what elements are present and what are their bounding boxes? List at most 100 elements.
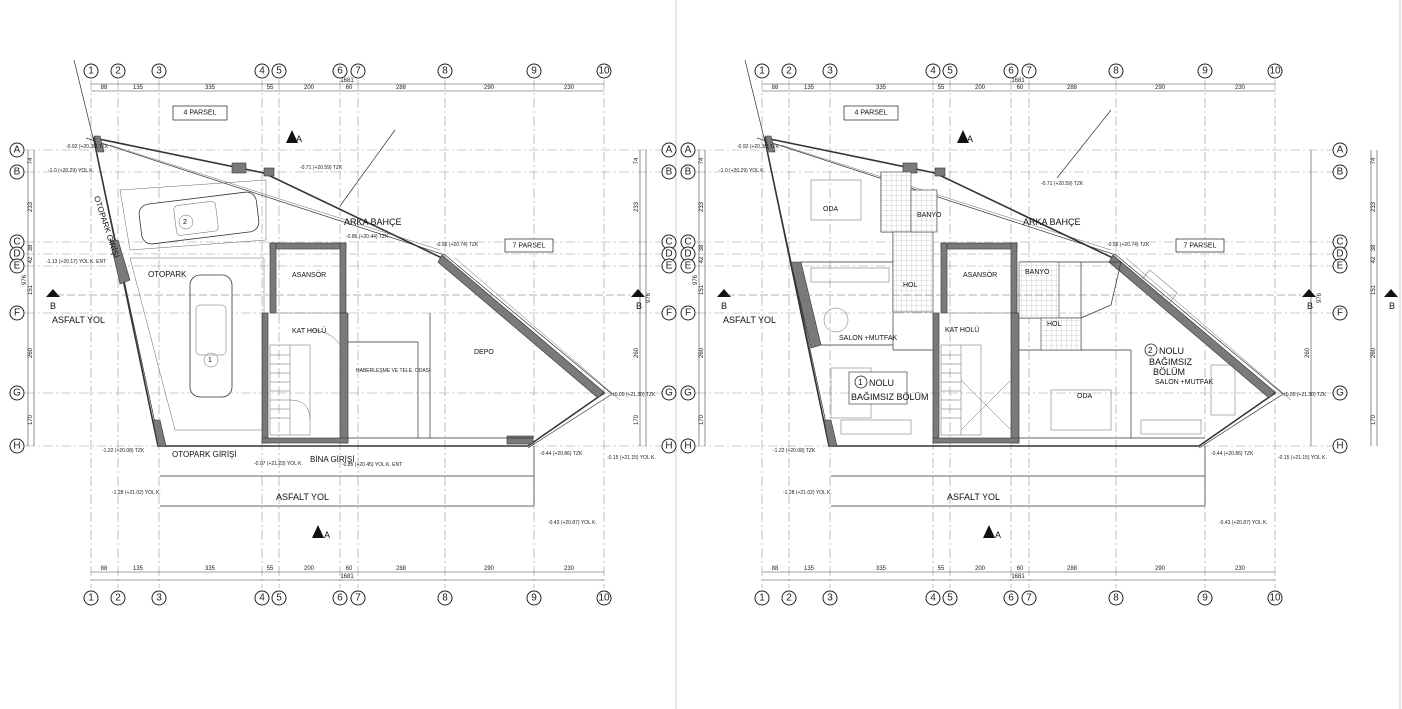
svg-text:E: E [666, 261, 673, 272]
svg-text:7 PARSEL: 7 PARSEL [1184, 243, 1217, 250]
svg-text:290: 290 [1155, 85, 1166, 91]
svg-text:-0.15 (+21.15) YOL K.: -0.15 (+21.15) YOL K. [607, 455, 656, 461]
elevator-label-r: ASANSÖR [963, 271, 997, 279]
svg-text:1681: 1681 [340, 574, 354, 580]
svg-text:G: G [13, 388, 21, 399]
section-mark-b-right: B [631, 289, 645, 311]
svg-text:F: F [685, 308, 691, 319]
svg-text:5: 5 [276, 66, 282, 77]
section-mark-b-left-r: B [717, 289, 1301, 311]
svg-text:-1.0 (+20.29) YOL K.: -1.0 (+20.29) YOL K. [719, 168, 765, 174]
svg-text:-0.71 (+20.59) TZK: -0.71 (+20.59) TZK [1041, 181, 1084, 187]
room-right-label: ODA [1077, 393, 1093, 400]
svg-text:B: B [50, 301, 56, 311]
top-dimension-chain: 88 135 335 55 200 60 288 290 230 1681 [91, 78, 604, 92]
svg-text:8: 8 [1113, 66, 1119, 77]
svg-text:260: 260 [1305, 347, 1311, 358]
svg-text:D: D [13, 249, 20, 260]
svg-text:1: 1 [858, 378, 863, 387]
svg-text:9: 9 [1202, 593, 1208, 604]
svg-text:H: H [665, 441, 672, 452]
row-bubbles-left: A B C D E F G H [9, 142, 25, 454]
svg-text:233: 233 [28, 201, 34, 212]
bath-right-label: BANYO [1025, 269, 1050, 276]
svg-text:9: 9 [531, 66, 537, 77]
hall-right-label: HOL [1047, 321, 1062, 328]
svg-text:10: 10 [598, 593, 610, 604]
svg-text:230: 230 [564, 85, 575, 91]
parcel-boundary [73, 59, 621, 449]
svg-text:9: 9 [531, 593, 537, 604]
svg-text:A: A [967, 134, 973, 144]
bath-left-label: BANYO [917, 212, 942, 219]
svg-text:38: 38 [699, 244, 705, 251]
svg-text:6: 6 [1008, 593, 1014, 604]
svg-text:2: 2 [115, 593, 121, 604]
svg-text:151: 151 [1371, 284, 1377, 295]
svg-text:42: 42 [699, 256, 705, 263]
svg-text:C: C [1336, 237, 1343, 248]
svg-text:1681: 1681 [340, 78, 354, 84]
svg-text:B: B [721, 301, 727, 311]
svg-text:3: 3 [827, 593, 833, 604]
svg-text:A: A [296, 134, 302, 144]
svg-text:42: 42 [28, 256, 34, 263]
svg-text:7: 7 [355, 66, 361, 77]
svg-text:976: 976 [22, 274, 28, 285]
svg-text:230: 230 [1235, 85, 1246, 91]
parcel-label-top: 4 PARSEL [172, 105, 228, 121]
building-walls [93, 135, 606, 447]
svg-text:1: 1 [88, 593, 94, 604]
svg-text:C: C [684, 237, 691, 248]
svg-text:-1.22 (+20.08) TZK: -1.22 (+20.08) TZK [102, 448, 145, 454]
section-mark-a-bottom-r: A [983, 525, 1001, 540]
svg-text:233: 233 [1371, 201, 1377, 212]
svg-text:1: 1 [759, 593, 765, 604]
level-annotations: -0.92 (+20.38) TZK -1.0 (+20.29) YOL K. … [46, 144, 656, 526]
svg-text:170: 170 [1371, 414, 1377, 425]
side-dimension-chain: 74 233 38 42 151 260 170 976 74 233 260 … [22, 150, 652, 446]
svg-text:-0.56 (+20.74) TZK: -0.56 (+20.74) TZK [436, 242, 479, 248]
bottom-dimension-chain: 88 135 335 55 200 60 288 290 230 1681 [91, 566, 604, 581]
section-mark-b-right-r: B [1302, 289, 1316, 311]
elevator-label: ASANSÖR [292, 271, 326, 279]
svg-text:7 PARSEL: 7 PARSEL [513, 243, 546, 250]
column-bubbles-bottom: 1 2 3 4 5 6 7 8 9 10 [83, 590, 612, 606]
svg-text:3: 3 [827, 66, 833, 77]
svg-text:170: 170 [28, 414, 34, 425]
unit-1-tag: 1 NOLU BAĞIMSIZ BÖLÜM [848, 371, 929, 405]
svg-text:A: A [1337, 145, 1344, 156]
top-dimension-chain-r: 88 135 335 55 200 60 288 290 230 1681 [762, 78, 1275, 92]
svg-text:-1.0 (+20.29) YOL K.: -1.0 (+20.29) YOL K. [48, 168, 94, 174]
svg-text:D: D [665, 249, 672, 260]
svg-text:290: 290 [484, 85, 495, 91]
svg-text:-0.92 (+20.38) TZK: -0.92 (+20.38) TZK [737, 144, 780, 150]
road-outline-bottom-r [831, 446, 1206, 507]
svg-text:A: A [685, 145, 692, 156]
parking-area: 2 1 OTOPARK [119, 179, 267, 431]
svg-text:151: 151 [28, 284, 34, 295]
parking-entry-side-label: OTOPARK GİRİŞİ [92, 195, 121, 259]
svg-text:8: 8 [442, 593, 448, 604]
svg-text:1: 1 [759, 66, 765, 77]
row-bubbles-left-r: A B C D E F G H [680, 142, 696, 454]
wet-areas [880, 171, 1082, 351]
row-bubbles-right-r: A B C D E F G H [1332, 142, 1348, 454]
salon-left-label: SALON +MUTFAK [839, 335, 897, 342]
svg-text:4 PARSEL: 4 PARSEL [184, 110, 217, 117]
svg-text:976: 976 [693, 274, 699, 285]
svg-text:288: 288 [396, 85, 407, 91]
row-bubbles-right: A B C D E F G H [661, 142, 677, 454]
svg-text:38: 38 [1371, 244, 1377, 251]
svg-text:A: A [14, 145, 21, 156]
svg-text:170: 170 [699, 414, 705, 425]
svg-text:135: 135 [804, 566, 815, 572]
svg-text:88: 88 [101, 85, 108, 91]
svg-text:230: 230 [564, 566, 575, 572]
svg-text:1681: 1681 [1011, 574, 1025, 580]
hall-left-label: HOL [903, 282, 918, 289]
svg-text:A: A [324, 530, 330, 540]
svg-text:200: 200 [304, 85, 315, 91]
svg-text:55: 55 [938, 566, 945, 572]
